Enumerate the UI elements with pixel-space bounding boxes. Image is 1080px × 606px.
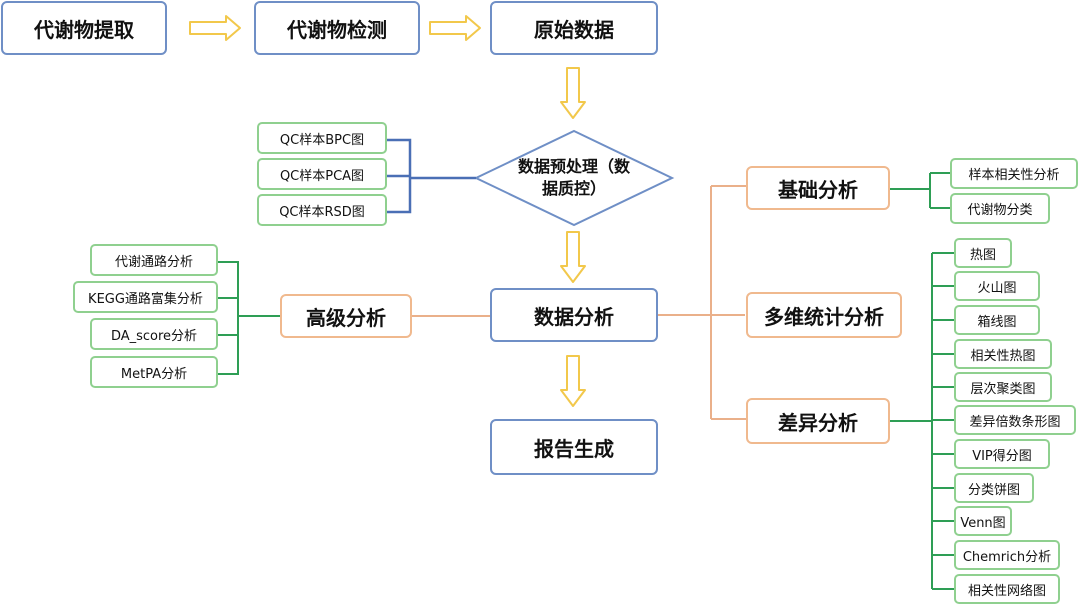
qc-item-pca: QC样本PCA图 bbox=[257, 158, 387, 190]
arrow-down-2 bbox=[560, 231, 586, 283]
advanced-item-metpa: MetPA分析 bbox=[90, 356, 218, 388]
differential-item: 层次聚类图 bbox=[954, 372, 1052, 402]
differential-item: 相关性热图 bbox=[954, 339, 1052, 369]
advanced-item-kegg: KEGG通路富集分析 bbox=[73, 281, 218, 313]
data-analysis: 数据分析 bbox=[490, 288, 658, 342]
advanced-item-pathway: 代谢通路分析 bbox=[90, 244, 218, 276]
basic-item-metabolite-class: 代谢物分类 bbox=[950, 193, 1050, 224]
step-metabolite-extraction: 代谢物提取 bbox=[1, 1, 167, 55]
basic-item-sample-correlation: 样本相关性分析 bbox=[950, 158, 1078, 189]
advanced-analysis: 高级分析 bbox=[280, 294, 412, 338]
differential-bracket bbox=[890, 252, 954, 590]
basic-bracket bbox=[890, 172, 950, 209]
report-generation: 报告生成 bbox=[490, 419, 658, 475]
qc-bracket bbox=[386, 138, 476, 214]
basic-analysis: 基础分析 bbox=[746, 166, 890, 210]
analysis-to-branches bbox=[657, 185, 746, 420]
differential-item: 热图 bbox=[954, 238, 1012, 268]
step-raw-data: 原始数据 bbox=[490, 1, 658, 55]
differential-item: 分类饼图 bbox=[954, 473, 1034, 503]
multivariate-analysis: 多维统计分析 bbox=[746, 292, 902, 338]
step-metabolite-detection: 代谢物检测 bbox=[254, 1, 420, 55]
differential-item: VIP得分图 bbox=[954, 439, 1050, 469]
qc-item-bpc: QC样本BPC图 bbox=[257, 122, 387, 154]
differential-analysis: 差异分析 bbox=[746, 398, 890, 444]
differential-item: 相关性网络图 bbox=[954, 574, 1060, 604]
qc-item-rsd: QC样本RSD图 bbox=[257, 194, 387, 226]
differential-item: 火山图 bbox=[954, 271, 1040, 301]
preprocess-label: 数据预处理（数据质控） bbox=[517, 157, 630, 198]
differential-item: 差异倍数条形图 bbox=[954, 405, 1076, 435]
arrow-down-1 bbox=[560, 67, 586, 119]
advanced-item-dascore: DA_score分析 bbox=[90, 318, 218, 350]
differential-item: 箱线图 bbox=[954, 305, 1040, 335]
differential-item: Venn图 bbox=[954, 506, 1012, 536]
arrow-down-3 bbox=[560, 355, 586, 407]
arrow-right-1 bbox=[189, 15, 241, 41]
preprocess-diamond bbox=[473, 129, 675, 227]
arrow-right-2 bbox=[429, 15, 481, 41]
advanced-bracket bbox=[218, 261, 280, 375]
differential-item: Chemrich分析 bbox=[954, 540, 1060, 570]
